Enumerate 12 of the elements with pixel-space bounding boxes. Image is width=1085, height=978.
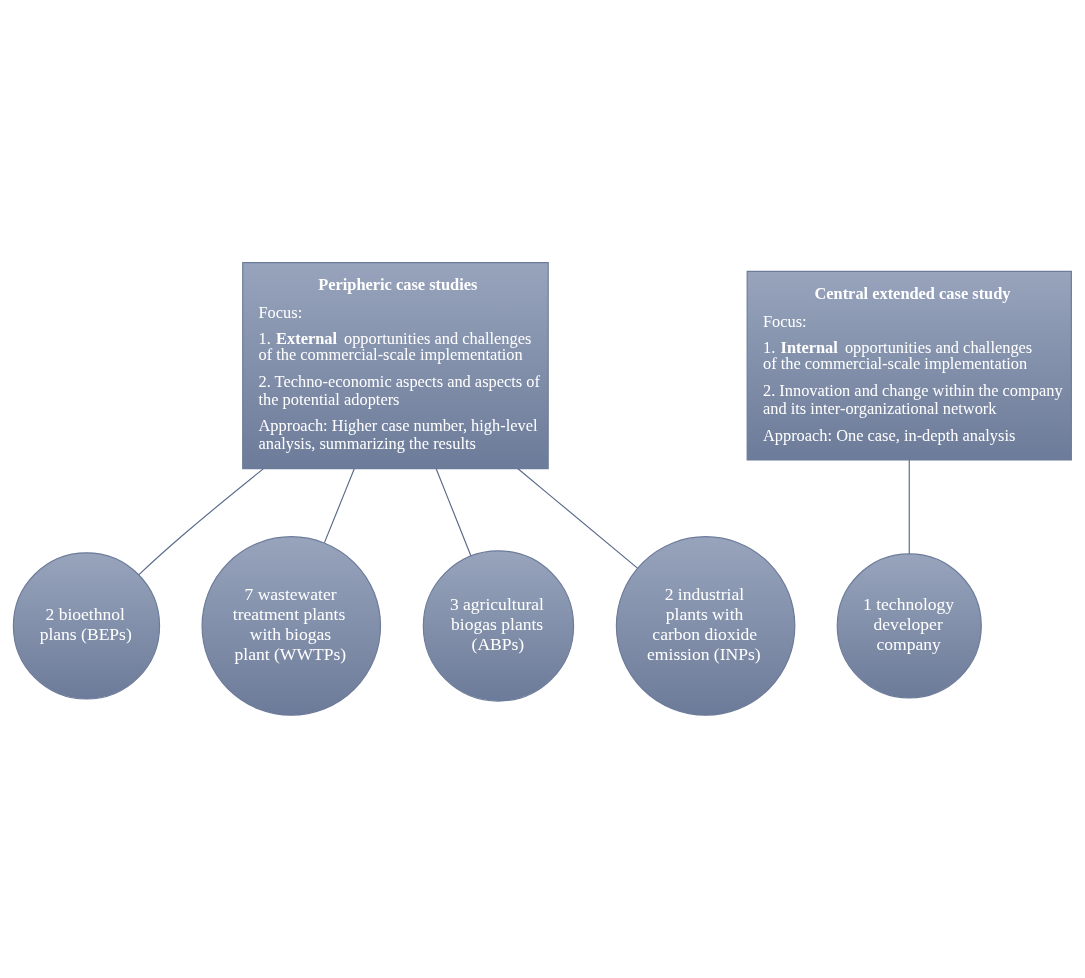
node-box: Peripheric case studies Focus: 1. External opportunities and challenges of the commercial-scale implementation 2. Techno-economic aspects and aspects of the potential adopters Approach: Higher case number, high-level analysis, summarizing the results <box>242 262 549 470</box>
connector <box>908 459 910 555</box>
connector <box>323 468 355 544</box>
node-circle: 2 industrial plants with carbon dioxide emission (INPs) <box>615 536 796 716</box>
node-circle: 7 wastewater treatment plants with biogas plant (WWTPs) <box>201 536 382 716</box>
connector <box>138 468 264 576</box>
node-circle: 3 agricultural biogas plants (ABPs) <box>422 550 575 702</box>
node-circle: 1 technology developer company <box>836 553 982 699</box>
node-circle: 2 bioethnol plans (BEPs) <box>12 552 161 700</box>
connector <box>517 468 639 569</box>
node-box: Central extended case study Focus: 1. Internal opportunities and challenges of the commercial-scale implementation 2. Innovation and change within the company and its inter-organizational network Approach: One case, in-depth analysis <box>746 270 1072 461</box>
connector <box>435 468 472 557</box>
